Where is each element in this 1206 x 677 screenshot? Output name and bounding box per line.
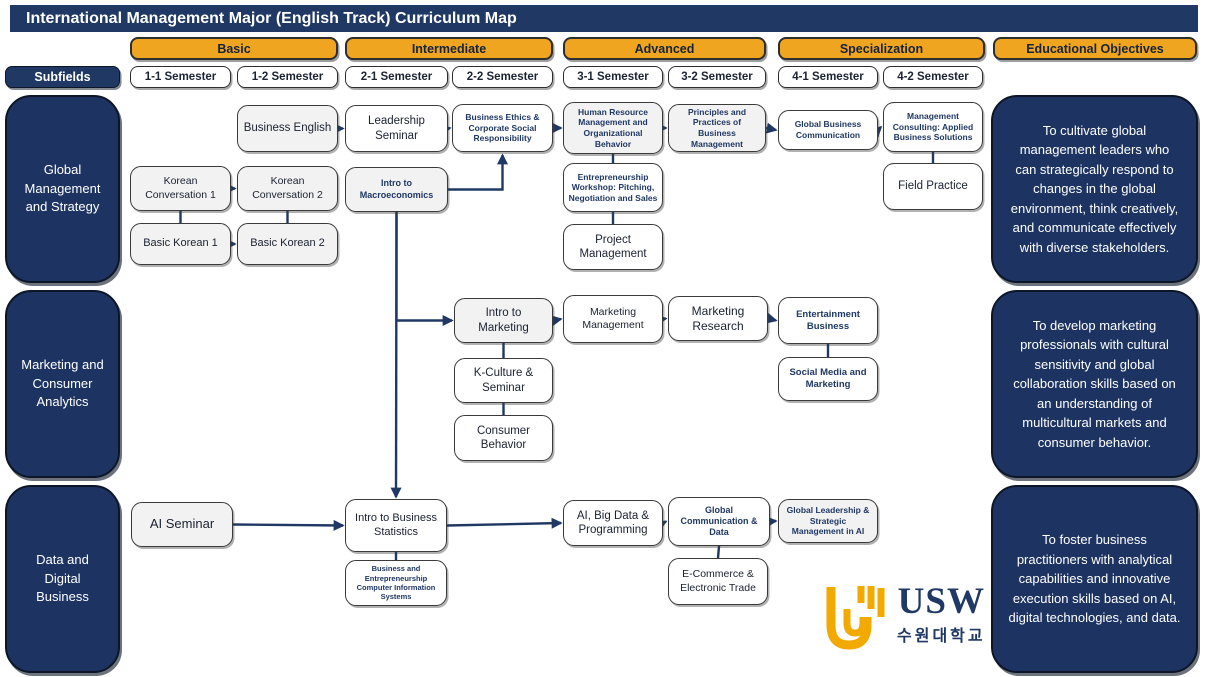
connector-intro-macro-to-intro-biz-stats xyxy=(390,211,402,499)
course-ecommerce: E-Commerce & Electronic Trade xyxy=(668,558,768,605)
course-global-comm-data: Global Communication & Data xyxy=(668,497,770,546)
connector-global-comm-data-to-ecommerce xyxy=(716,545,721,559)
stage-header-intermediate: Intermediate xyxy=(345,37,553,60)
connector-marketing-management-to-marketing-research xyxy=(655,314,668,326)
objectives-header: Educational Objectives xyxy=(993,37,1197,60)
course-korean-conv-2: Korean Conversation 2 xyxy=(237,166,338,211)
course-basic-korean-1: Basic Korean 1 xyxy=(130,223,231,265)
course-mgmt-consulting: Management Consulting: Applied Business … xyxy=(883,102,983,152)
stage-header-basic: Basic xyxy=(130,37,338,60)
course-project-management: Project Management xyxy=(563,224,663,270)
connector-ai-seminar-to-intro-biz-stats xyxy=(232,519,345,531)
subfield-global-management: Global Management and Strategy xyxy=(5,95,120,283)
course-korean-conv-1: Korean Conversation 1 xyxy=(130,166,231,211)
semester-header-3-2: 3-2 Semester xyxy=(668,66,766,88)
objective-marketing-analytics: To develop marketing professionals with … xyxy=(991,290,1198,478)
course-k-culture: K-Culture & Seminar xyxy=(454,358,553,403)
connector-ai-big-data-to-global-comm-data xyxy=(655,520,668,531)
course-ai-seminar: AI Seminar xyxy=(131,502,233,547)
course-basic-korean-2: Basic Korean 2 xyxy=(237,223,338,265)
course-leadership-seminar: Leadership Seminar xyxy=(345,105,448,152)
stage-header-specialization: Specialization xyxy=(778,37,985,60)
connector-marketing-research-to-entertainment-business xyxy=(765,312,778,324)
course-intro-marketing: Intro to Marketing xyxy=(454,298,553,343)
connector-global-comm-data-to-global-leadership-ai xyxy=(766,516,778,528)
subfield-marketing-analytics: Marketing and Consumer Analytics xyxy=(5,290,120,478)
course-entertainment-business: Entertainment Business xyxy=(778,297,878,344)
usw-university-name: 수원대학교 xyxy=(897,628,986,645)
stage-header-advanced: Advanced xyxy=(563,37,766,60)
course-intro-macro: Intro to Macroeconomics xyxy=(345,167,448,212)
subfield-data-digital: Data and Digital Business xyxy=(5,485,120,673)
connector-gbc-to-mgmt-consulting xyxy=(870,125,883,138)
objective-global-management: To cultivate global management leaders w… xyxy=(991,95,1198,283)
course-business-english: Business English xyxy=(237,105,338,152)
course-global-leadership-ai: Global Leadership & Strategic Management… xyxy=(778,499,878,543)
semester-header-4-1: 4-1 Semester xyxy=(778,66,878,88)
course-principles: Principles and Practices of Business Man… xyxy=(668,104,766,152)
connector-leadership-seminar-to-business-ethics xyxy=(439,124,452,136)
course-marketing-management: Marketing Management xyxy=(563,295,663,343)
objective-data-digital: To foster business practitioners with an… xyxy=(991,485,1198,673)
semester-header-2-1: 2-1 Semester xyxy=(345,66,448,88)
connector-principles-to-gbc xyxy=(765,122,778,134)
connector-intro-marketing-to-marketing-management xyxy=(550,315,563,327)
course-entrepreneurship-workshop: Entrepreneurship Workshop: Pitching, Neg… xyxy=(563,163,663,212)
course-biz-entre-cis: Business and Entrepreneurship Computer I… xyxy=(345,560,447,606)
course-intro-biz-stats: Intro to Business Statistics xyxy=(345,499,447,552)
subfields-label: Subfields xyxy=(5,66,120,88)
course-marketing-research: Marketing Research xyxy=(668,296,768,341)
usw-emblem-icon xyxy=(826,586,885,650)
course-ai-big-data: AI, Big Data & Programming xyxy=(563,500,663,546)
course-consumer-behavior: Consumer Behavior xyxy=(454,415,553,461)
semester-header-4-2: 4-2 Semester xyxy=(883,66,983,88)
semester-header-1-2: 1-2 Semester xyxy=(237,66,338,88)
course-social-media: Social Media and Marketing xyxy=(778,357,878,401)
page-title: International Management Major (English … xyxy=(10,5,1198,32)
course-business-ethics: Business Ethics & Corporate Social Respo… xyxy=(452,104,553,152)
connector-intro-macro-to-intro-marketing xyxy=(395,212,454,327)
course-hrm-ob: Human Resource Management and Organizati… xyxy=(563,102,663,154)
connector-intro-biz-stats-to-ai-big-data xyxy=(446,517,563,529)
course-gbc: Global Business Communication xyxy=(778,110,878,150)
usw-acronym: USW xyxy=(897,581,985,622)
semester-header-2-2: 2-2 Semester xyxy=(452,66,553,88)
connector-intro-macro-to-business-ethics xyxy=(448,153,509,191)
semester-header-1-1: 1-1 Semester xyxy=(130,66,231,88)
course-field-practice: Field Practice xyxy=(883,163,983,210)
university-logo: USW 수원대학교 xyxy=(823,583,986,655)
semester-header-3-1: 3-1 Semester xyxy=(563,66,663,88)
